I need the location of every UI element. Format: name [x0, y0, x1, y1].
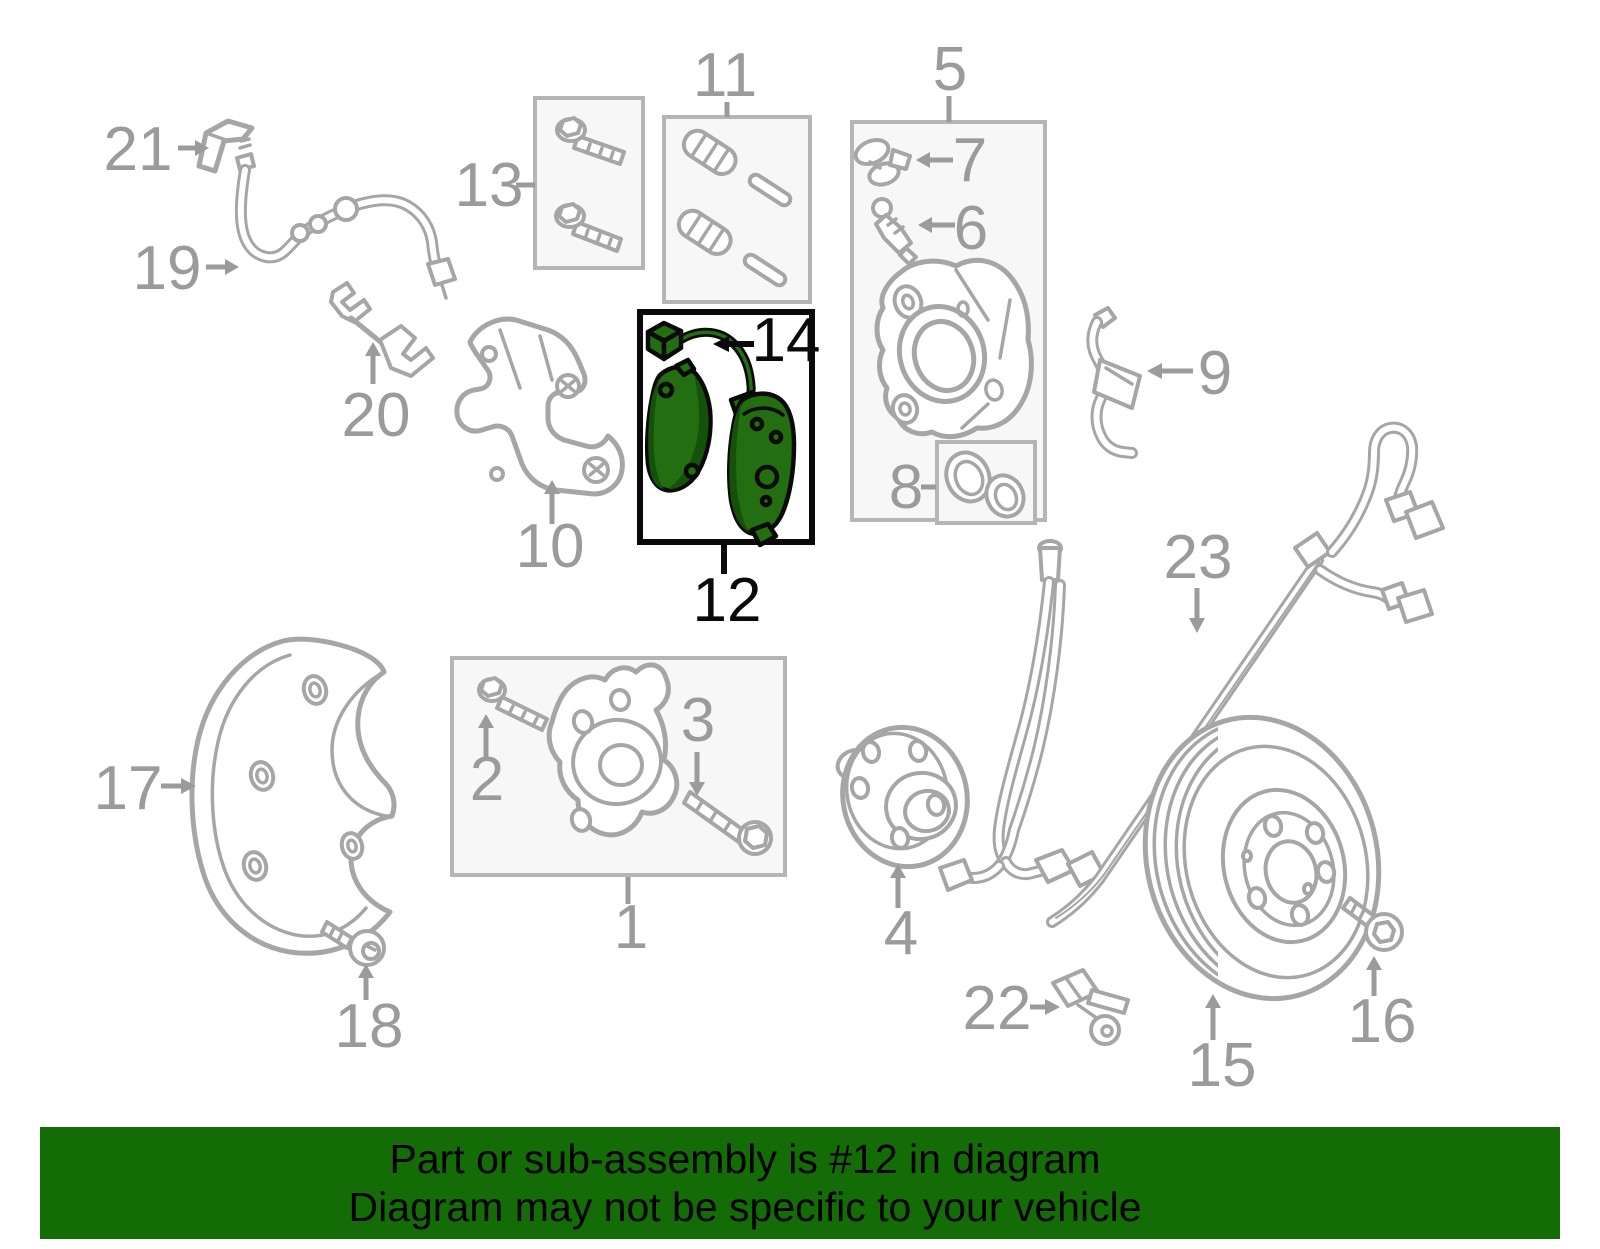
svg-text:16: 16 [1348, 987, 1417, 1056]
banner-line-1: Part or sub-assembly is #12 in diagram [389, 1136, 1101, 1182]
svg-text:19: 19 [133, 234, 202, 303]
svg-text:4: 4 [884, 899, 918, 968]
part-1-hub-flange-kit [477, 662, 773, 856]
part-17-splash-shield [189, 636, 397, 956]
svg-text:20: 20 [342, 381, 411, 450]
callout-18: 18 [335, 964, 404, 1061]
svg-text:13: 13 [455, 151, 524, 220]
part-20-pad-spring [329, 281, 435, 378]
callout-21: 21 [104, 115, 209, 184]
svg-text:12: 12 [693, 566, 762, 635]
callout-20: 20 [342, 342, 411, 450]
callout-4: 4 [884, 864, 918, 968]
callout-19: 19 [133, 234, 239, 303]
highlight-banner: Part or sub-assembly is #12 in diagram D… [40, 1127, 1560, 1239]
callout-9: 9 [1147, 339, 1232, 408]
svg-text:1: 1 [614, 893, 648, 962]
callouts: 21 19 20 13 11 5 7 6 [94, 35, 1417, 1100]
callout-5: 5 [933, 35, 967, 122]
svg-text:22: 22 [963, 974, 1032, 1043]
brake-pad-inner [644, 357, 713, 493]
part-16-rotor-screw [1341, 896, 1404, 952]
svg-text:7: 7 [953, 126, 987, 195]
svg-text:8: 8 [889, 453, 923, 522]
part-9-hose-bracket [1086, 306, 1142, 459]
part-18-shield-bolt [320, 920, 386, 967]
callout-2: 2 [470, 714, 504, 814]
callout-22: 22 [963, 974, 1060, 1043]
callout-7: 7 [916, 126, 987, 195]
callout-1: 1 [614, 877, 648, 962]
callout-23: 23 [1164, 523, 1233, 633]
part-22-abs-sensor [1051, 968, 1130, 1046]
part-23-abs-sensor-harness [938, 421, 1445, 928]
part-10-caliper-bracket [454, 316, 625, 497]
callout-13: 13 [455, 151, 535, 220]
part-21-clip-bracket [196, 118, 255, 174]
callout-15: 15 [1188, 994, 1257, 1100]
svg-text:18: 18 [335, 992, 404, 1061]
svg-text:21: 21 [104, 115, 173, 184]
callout-8: 8 [889, 453, 936, 522]
callout-12: 12 [693, 544, 762, 635]
part-13-guide-bolts [554, 116, 626, 253]
part-15-brake-rotor [1142, 714, 1382, 1002]
part-7-retainer-clip [853, 137, 912, 187]
part-4-wheel-hub [835, 724, 970, 870]
callout-11: 11 [693, 41, 757, 117]
part-11-bushing-kit [676, 128, 793, 288]
part-8-seal-kit [944, 450, 1026, 519]
callout-16: 16 [1348, 956, 1417, 1056]
svg-text:14: 14 [752, 306, 821, 375]
callout-10: 10 [516, 480, 584, 581]
callout-3: 3 [681, 686, 715, 796]
callout-14: 14 [713, 306, 820, 375]
part-5-caliper-body [874, 257, 1034, 440]
svg-text:11: 11 [693, 41, 757, 110]
box-13-guide-bolts [533, 96, 645, 270]
callout-6: 6 [918, 194, 988, 263]
svg-text:15: 15 [1188, 1031, 1257, 1100]
part-19-brake-hose [234, 137, 457, 300]
banner-line-2: Diagram may not be specific to your vehi… [348, 1184, 1142, 1230]
svg-text:23: 23 [1164, 523, 1233, 592]
svg-text:17: 17 [94, 754, 163, 823]
svg-text:5: 5 [933, 35, 967, 104]
svg-text:3: 3 [681, 686, 715, 755]
svg-text:6: 6 [954, 194, 988, 263]
callout-17: 17 [94, 754, 196, 823]
svg-text:9: 9 [1198, 339, 1232, 408]
brake-pad-outer [727, 391, 797, 548]
